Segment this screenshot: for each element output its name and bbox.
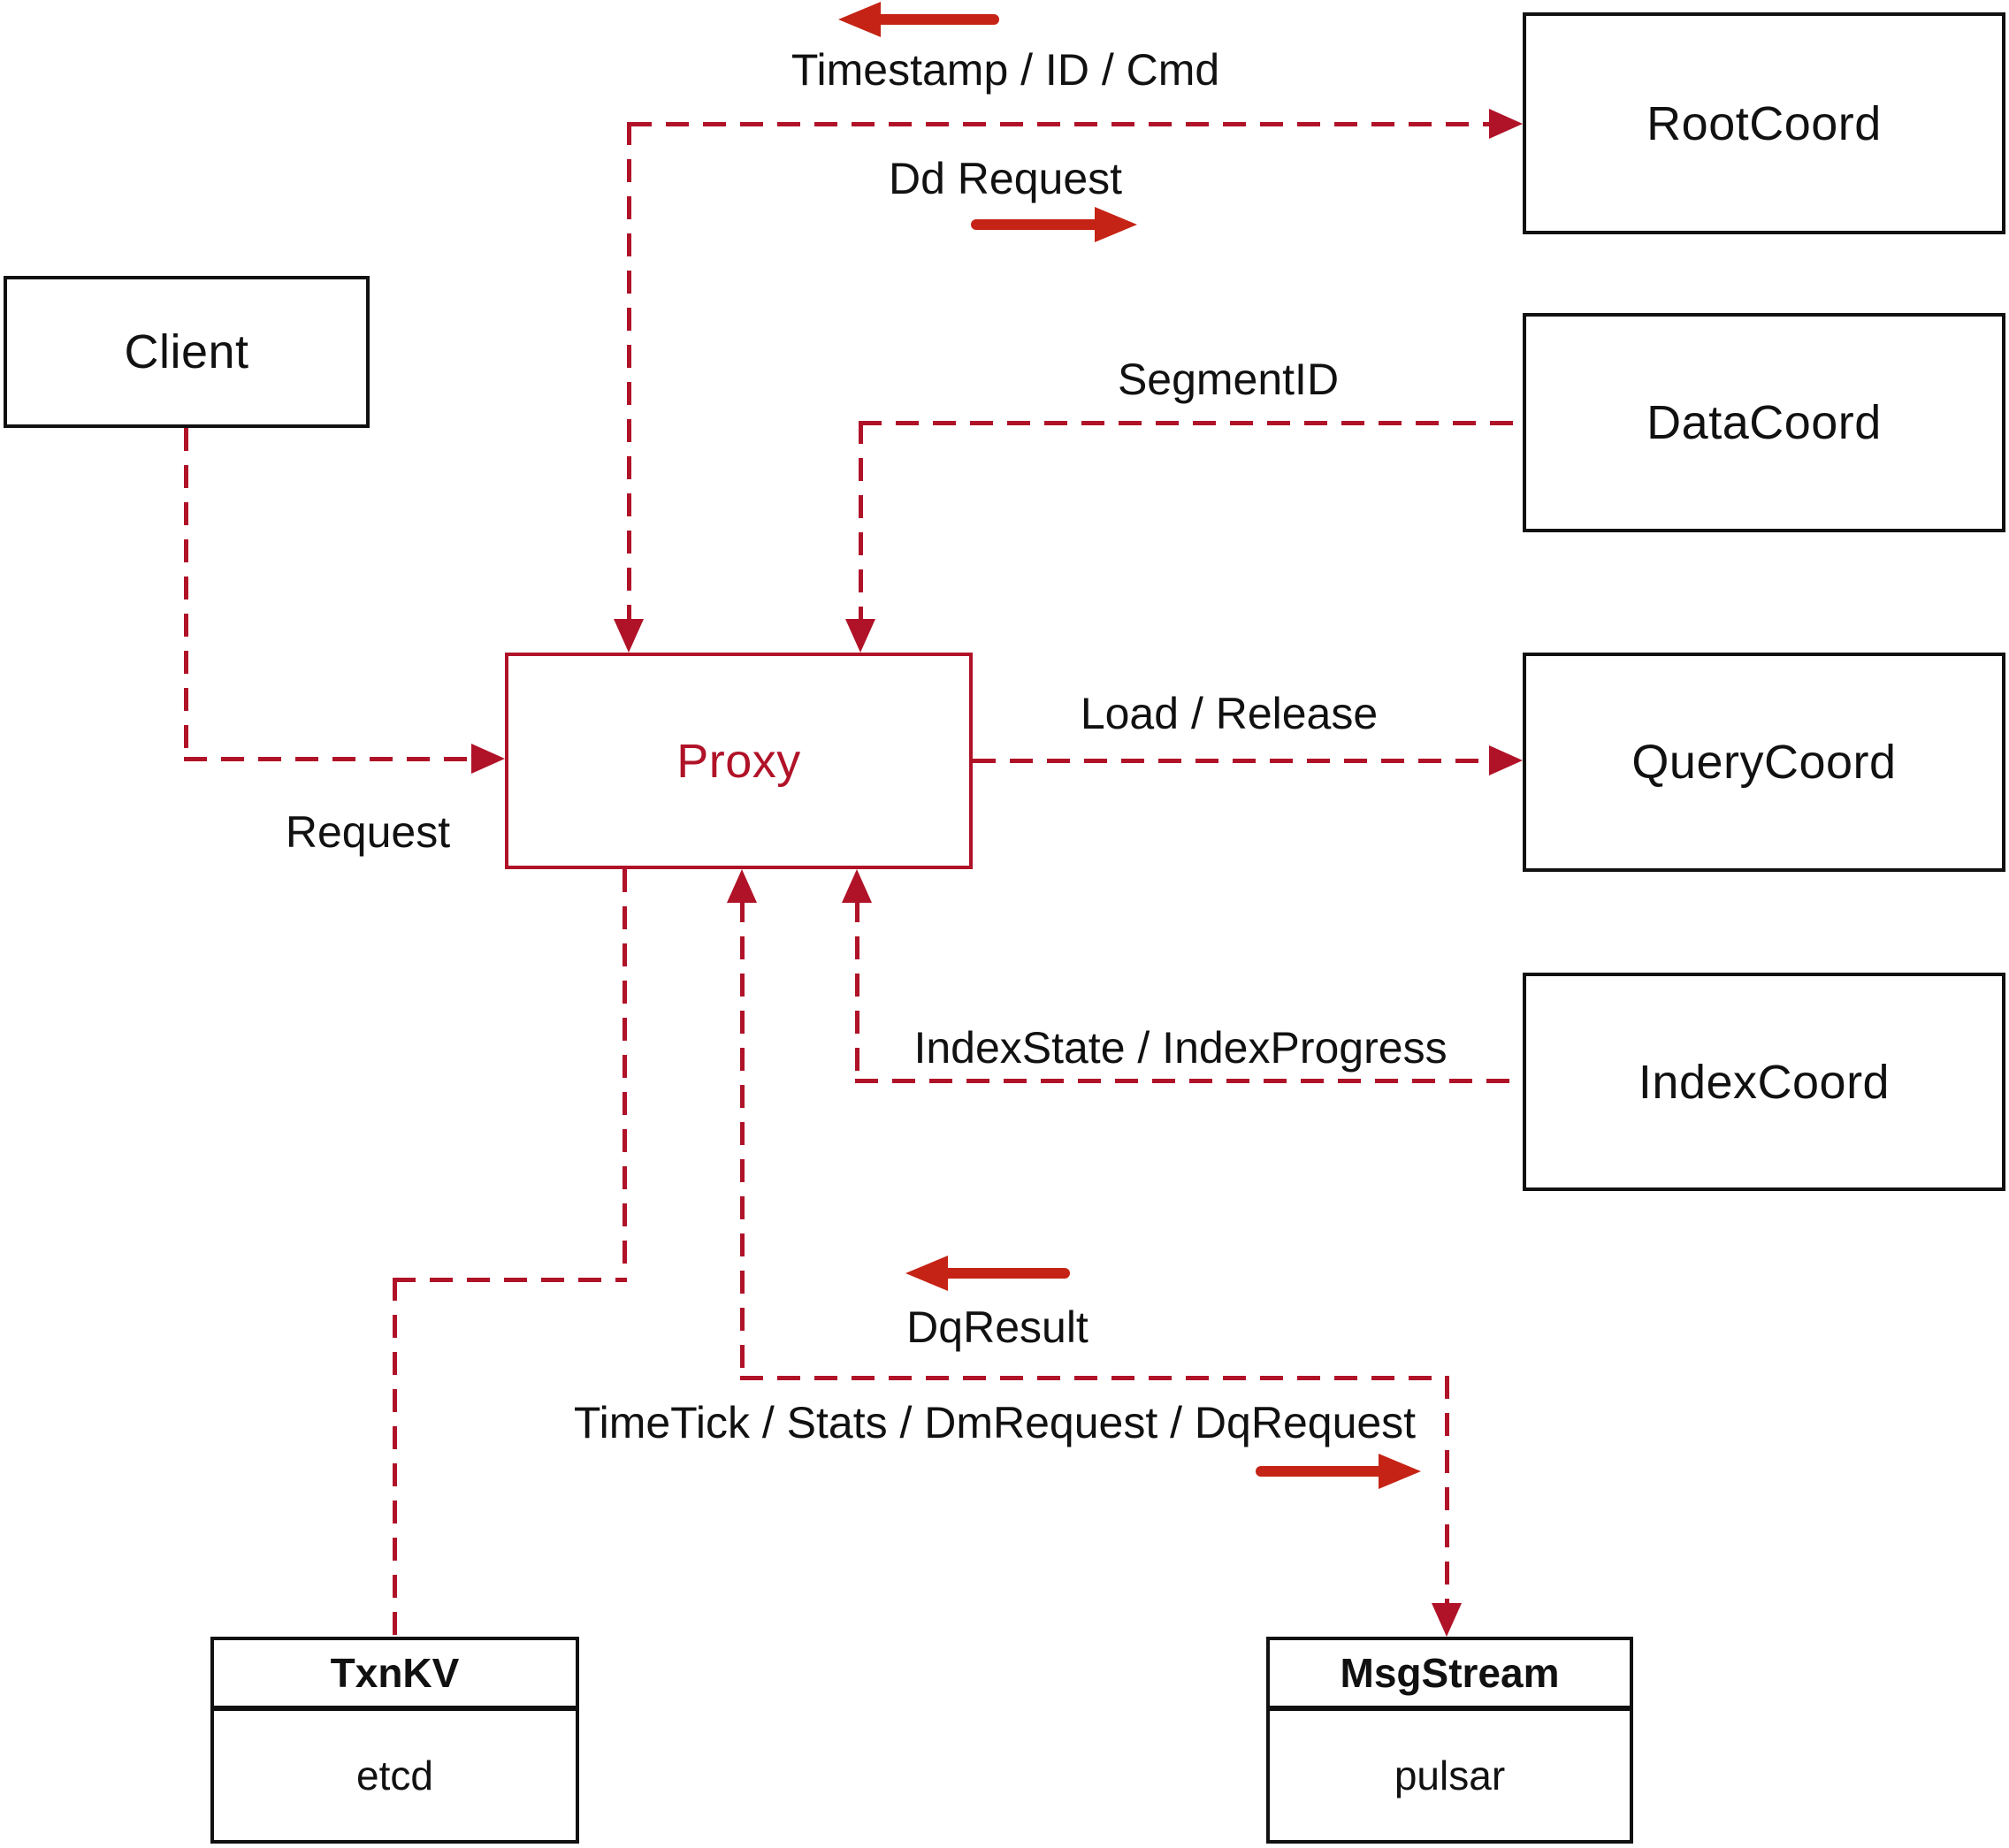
querycoord-node-label: QueryCoord — [1631, 736, 1897, 789]
client-node-label: Client — [124, 325, 249, 378]
edge-client-proxy-vertical — [184, 428, 188, 762]
arrowhead-into-proxy-left — [471, 744, 505, 774]
msgstream-node-title: MsgStream — [1270, 1640, 1630, 1711]
direction-arrow-left-dq-result-icon — [905, 1256, 1070, 1291]
datacoord-node-label: DataCoord — [1646, 396, 1882, 449]
edge-proxy-txnkv-vertical-upper — [623, 869, 627, 1281]
edge-label-segment-id: SegmentID — [1117, 355, 1340, 404]
arrow-shaft — [971, 219, 1102, 230]
arrowhead-into-proxy-bottom-left — [727, 869, 757, 903]
arrow-head — [838, 2, 881, 37]
arrow-shaft — [941, 1268, 1070, 1279]
edge-label-timetick-stats: TimeTick / Stats / DmRequest / DqRequest — [573, 1398, 1417, 1447]
arrowhead-into-rootcoord — [1489, 109, 1523, 139]
direction-arrow-left-timestamp-icon — [838, 2, 999, 37]
rootcoord-node-label: RootCoord — [1646, 96, 1882, 150]
edge-datacoord-proxy-vertical — [859, 421, 863, 622]
proxy-node-label: Proxy — [676, 734, 801, 788]
arrowhead-into-msgstream — [1432, 1603, 1462, 1637]
direction-arrow-right-timetick-icon — [1256, 1454, 1421, 1489]
querycoord-node: QueryCoord — [1523, 653, 2005, 872]
edge-proxy-txnkv-horizontal — [393, 1278, 627, 1282]
edge-proxy-msgstream-horizontal — [740, 1376, 1448, 1380]
arrow-head — [1379, 1454, 1421, 1489]
edge-indexcoord-proxy-horizontal — [855, 1079, 1523, 1083]
edge-proxy-rootcoord-vertical — [627, 122, 631, 622]
edge-label-index-state-progress: IndexState / IndexProgress — [913, 1023, 1448, 1073]
edge-label-dq-result: DqResult — [906, 1302, 1089, 1352]
edge-proxy-msgstream-vertical-lower — [1445, 1376, 1449, 1607]
edge-label-dd-request: Dd Request — [888, 154, 1123, 203]
arrowhead-into-proxy-bottom-right — [842, 869, 872, 903]
arrow-head — [905, 1256, 948, 1291]
txnkv-node-title: TxnKV — [214, 1640, 576, 1711]
arrow-shaft — [874, 14, 999, 25]
arrowhead-into-querycoord — [1489, 745, 1523, 775]
edge-proxy-txnkv-vertical-lower — [393, 1278, 397, 1637]
rootcoord-node: RootCoord — [1523, 12, 2005, 234]
datacoord-node: DataCoord — [1523, 313, 2005, 532]
indexcoord-node-label: IndexCoord — [1638, 1055, 1891, 1109]
edge-client-proxy-horizontal — [184, 757, 475, 761]
arrowhead-into-proxy-top-left — [614, 619, 644, 653]
edge-label-request: Request — [285, 807, 451, 857]
edge-proxy-msgstream-vertical-upper — [740, 899, 745, 1379]
edge-proxy-querycoord-horizontal — [973, 759, 1493, 763]
edge-label-timestamp-id-cmd: Timestamp / ID / Cmd — [791, 45, 1220, 95]
txnkv-node: TxnKV etcd — [210, 1637, 579, 1844]
edge-indexcoord-proxy-vertical — [855, 899, 859, 1083]
proxy-node: Proxy — [505, 653, 973, 869]
txnkv-node-impl: etcd — [356, 1753, 433, 1798]
edge-proxy-rootcoord-horizontal — [629, 122, 1491, 126]
edge-datacoord-proxy-horizontal — [859, 421, 1523, 425]
arrow-head — [1095, 207, 1137, 242]
indexcoord-node: IndexCoord — [1523, 973, 2005, 1191]
direction-arrow-right-dd-request-icon — [971, 207, 1137, 242]
arrowhead-into-proxy-top-right — [845, 619, 875, 653]
msgstream-node-impl: pulsar — [1394, 1753, 1506, 1798]
edge-label-load-release: Load / Release — [1080, 689, 1379, 738]
arrow-shaft — [1256, 1466, 1386, 1477]
client-node: Client — [4, 276, 370, 428]
msgstream-node: MsgStream pulsar — [1266, 1637, 1633, 1844]
